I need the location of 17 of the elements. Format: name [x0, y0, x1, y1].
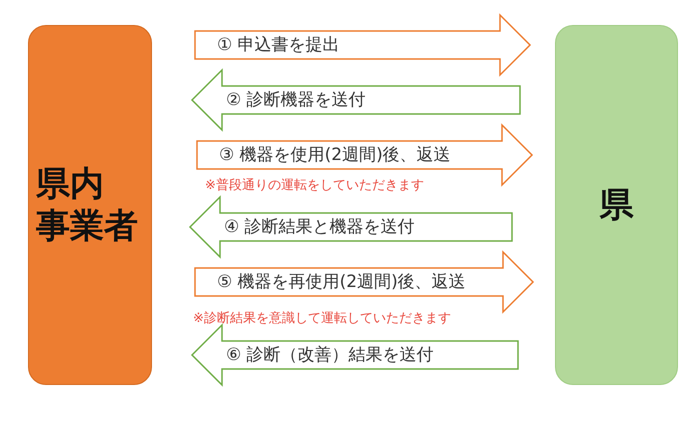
edge-label: ② 診断機器を送付 — [226, 90, 366, 110]
entity-box — [28, 25, 152, 385]
block-arrow — [188, 195, 513, 259]
entity-box — [555, 25, 678, 385]
edge-label: ④ 診断結果と機器を送付 — [224, 217, 415, 237]
note-text: ※普段通りの運転をしていただきます — [205, 178, 424, 194]
block-arrow — [190, 68, 521, 132]
block-arrow — [194, 13, 532, 77]
block-arrow — [194, 250, 534, 314]
block-arrow — [196, 123, 534, 187]
entity-name: 県 — [598, 184, 634, 226]
edge-label: ⑤ 機器を再使用(2週間)後、返送 — [217, 272, 466, 292]
note-text: ※診断結果を意識して運転していただきます — [193, 311, 451, 327]
edge-label: ① 申込書を提出 — [217, 35, 340, 55]
block-arrow — [190, 323, 519, 387]
edge-label: ⑥ 診断（改善）結果を送付 — [226, 345, 434, 365]
edge-label: ③ 機器を使用(2週間)後、返送 — [219, 145, 451, 165]
